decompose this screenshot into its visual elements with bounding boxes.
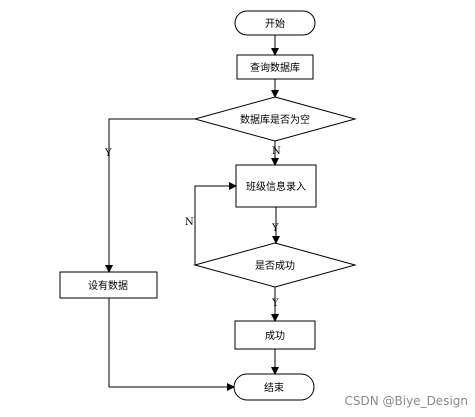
- query-database-label: 查询数据库: [250, 61, 300, 74]
- end-node-label: 结束: [264, 381, 284, 394]
- arrow-success-check-no-loop: [194, 182, 237, 265]
- success-node: 成功: [234, 320, 316, 350]
- edge-label-success-check-yes: Y: [271, 298, 279, 309]
- start-node: 开始: [234, 10, 316, 36]
- database-empty-decision: 数据库是否为空: [193, 96, 357, 142]
- class-info-entry-node: 班级信息录入: [235, 164, 317, 208]
- edge-label-db-empty-yes: Y: [104, 148, 112, 159]
- edge-label-db-empty-no: N: [272, 146, 281, 157]
- arrow-has-data-to-end: [108, 298, 235, 391]
- database-empty-label: 数据库是否为空: [240, 113, 310, 126]
- has-data-label: 设有数据: [88, 279, 128, 292]
- watermark-text: CSDN @Biye_Design: [344, 394, 468, 408]
- success-decision: 是否成功: [193, 242, 357, 288]
- edge-label-success-check-no: N: [185, 217, 194, 228]
- end-node: 结束: [233, 373, 315, 401]
- class-info-entry-label: 班级信息录入: [246, 180, 306, 193]
- edge-label-entry-to-check: Y: [271, 223, 279, 234]
- start-node-label: 开始: [265, 17, 285, 30]
- has-data-node: 设有数据: [59, 271, 158, 299]
- arrow-decision-yes-to-has-data: [105, 118, 195, 273]
- query-database-node: 查询数据库: [236, 54, 314, 80]
- success-decision-label: 是否成功: [255, 260, 295, 272]
- success-label: 成功: [265, 330, 285, 342]
